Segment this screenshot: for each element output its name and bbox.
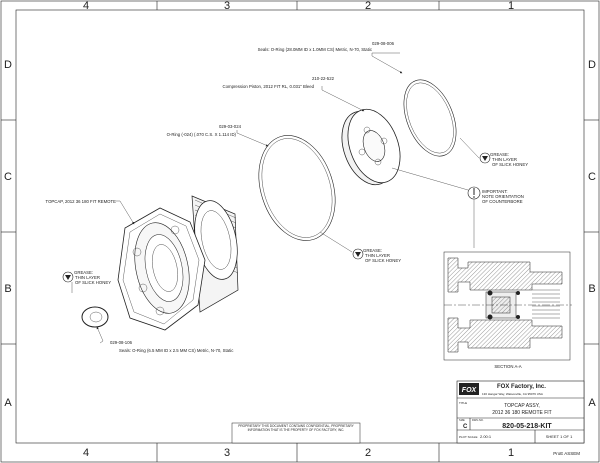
company-address: 130 Hangar Way, Watsonville, CA 95076 US… (482, 392, 543, 396)
title-line-1: TOPCAP ASSY, (504, 403, 540, 409)
zone-row-right-1: D (588, 59, 596, 71)
oring-large-drawing (403, 79, 457, 157)
dwg-label: DWG NO. (472, 418, 484, 422)
scale-label: PLOT SCALE (459, 435, 477, 439)
zone-row-right-2: C (588, 171, 596, 183)
fox-logo: FOX (462, 387, 478, 394)
important-note: IMPORTANT: NOTE ORIENTATION OF COUNTERBO… (391, 167, 524, 248)
zone-col-bottom-4: 1 (508, 447, 514, 459)
grease-note-1-l3: OF SLICK HONEY (492, 162, 528, 167)
leader-topcap (116, 200, 135, 225)
callout-piston-desc: Compression Piston, 2012 FIT RL, 0.031" … (223, 84, 315, 89)
zone-col-top-3: 2 (365, 0, 371, 12)
grease-note-2-l2: THIN LAYER (365, 253, 390, 258)
grease-note-1: GREASE: THIN LAYER OF SLICK HONEY (459, 137, 528, 167)
grease-note-2-l1: GREASE: (363, 248, 382, 253)
footer-right: ProE ASSEM (553, 451, 580, 456)
sheet-number: SHEET 1 OF 1 (546, 434, 573, 439)
zone-row-left-2: C (4, 171, 12, 183)
leader-oring-mid (236, 130, 269, 147)
zone-col-top-1: 4 (83, 0, 89, 12)
zone-col-bottom-3: 2 (365, 447, 371, 459)
callout-topcap: TOPCAP, 2012 36 180 FIT REMOTE (46, 199, 117, 204)
grease-note-3-l2: THIN LAYER (75, 275, 100, 280)
grease-note-2: GREASE: THIN LAYER OF SLICK HONEY (319, 231, 401, 263)
callout-oring-large-desc: Seals: O-Ring (28.0MM ID x 1.0MM CS) Met… (258, 47, 373, 52)
leader-oring-small (96, 326, 104, 344)
leader-piston (321, 86, 365, 112)
callout-oring-large-pn: 029-08-006 (372, 41, 395, 46)
size-label: SIZE (459, 418, 465, 422)
zone-row-right-4: A (588, 397, 596, 409)
company-name: FOX Factory, Inc. (497, 384, 546, 390)
proprietary-text: PROPRIETARY THIS DOCUMENT CONTAINS CONFI… (238, 424, 354, 432)
grease-note-3: GREASE: THIN LAYER OF SLICK HONEY (62, 270, 111, 293)
title-block (456, 380, 585, 444)
piston-drawing (341, 108, 401, 186)
oring-small-drawing (81, 306, 109, 328)
scale-value: 2.00:1 (480, 434, 492, 439)
grease-note-1-l1: GREASE: (490, 152, 509, 157)
zone-col-top-4: 1 (508, 0, 514, 12)
callout-oring-mid-desc: O-Ring (-024) (.070 C.S. X 1.114 ID) (167, 132, 237, 137)
callout-oring-small-pn: 029-08-106 (110, 340, 133, 345)
proprietary-box (231, 422, 361, 444)
zone-col-bottom-2: 3 (224, 447, 230, 459)
zone-row-left-3: B (4, 283, 11, 295)
zone-row-left-4: A (4, 397, 12, 409)
zone-col-top-2: 3 (224, 0, 230, 12)
section-a-a-drawing (443, 251, 572, 361)
callout-piston-pn: 210-22-522 (312, 76, 335, 81)
important-note-l3: OF COUNTERBORE (482, 199, 523, 204)
zone-row-left-1: D (4, 59, 12, 71)
grease-note-2-l3: OF SLICK HONEY (365, 258, 401, 263)
zone-row-right-3: B (588, 283, 595, 295)
proprietary-text-wrap: PROPRIETARY THIS DOCUMENT CONTAINS CONFI… (238, 424, 354, 432)
callout-oring-mid-pn: 029-03-024 (219, 124, 242, 129)
grease-note-3-l3: OF SLICK HONEY (75, 280, 111, 285)
grease-note-3-l1: GREASE: (74, 270, 93, 275)
zone-col-bottom-1: 4 (83, 447, 89, 459)
oring-mid-drawing (258, 135, 336, 241)
title-label: TITLE (459, 401, 467, 405)
size-value: C (463, 424, 468, 430)
leader-oring-large (371, 52, 403, 74)
section-label: SECTION A-A (494, 364, 521, 369)
grease-note-1-l2: THIN LAYER (492, 157, 517, 162)
important-note-l1: IMPORTANT: (482, 189, 508, 194)
dwg-number: 820-05-218-KIT (502, 423, 552, 430)
important-note-l2: NOTE ORIENTATION (482, 194, 524, 199)
inner-border (15, 9, 585, 444)
title-line-2: 2012 36 180 REMOTE FIT (492, 410, 551, 416)
topcap-drawing (117, 195, 239, 331)
callout-oring-small-desc: Seals: O-Ring (6.5 MM ID x 2.5 MM CS) Me… (119, 348, 234, 353)
